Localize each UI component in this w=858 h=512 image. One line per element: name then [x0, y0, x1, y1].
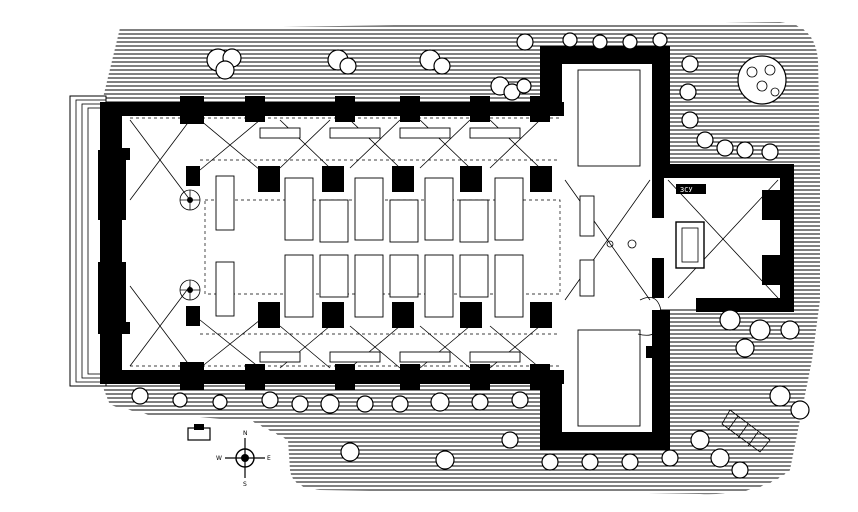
- compass-south: S: [243, 481, 247, 488]
- side-steps: [721, 409, 771, 453]
- compass-west: W: [216, 455, 222, 462]
- columns: [186, 166, 552, 328]
- sacristy-fixtures: ЗСУ: [606, 184, 706, 358]
- walls: [98, 46, 794, 450]
- compass-east: E: [267, 455, 271, 462]
- compass-rose-icon: N S E W: [216, 430, 271, 488]
- pews: [215, 69, 641, 427]
- compass-north: N: [243, 430, 248, 437]
- room-sign: ЗСУ: [680, 186, 693, 194]
- site-object: [187, 424, 211, 441]
- spiral-staircase-icon: [179, 189, 663, 336]
- tree-canopy-icon: [131, 32, 810, 479]
